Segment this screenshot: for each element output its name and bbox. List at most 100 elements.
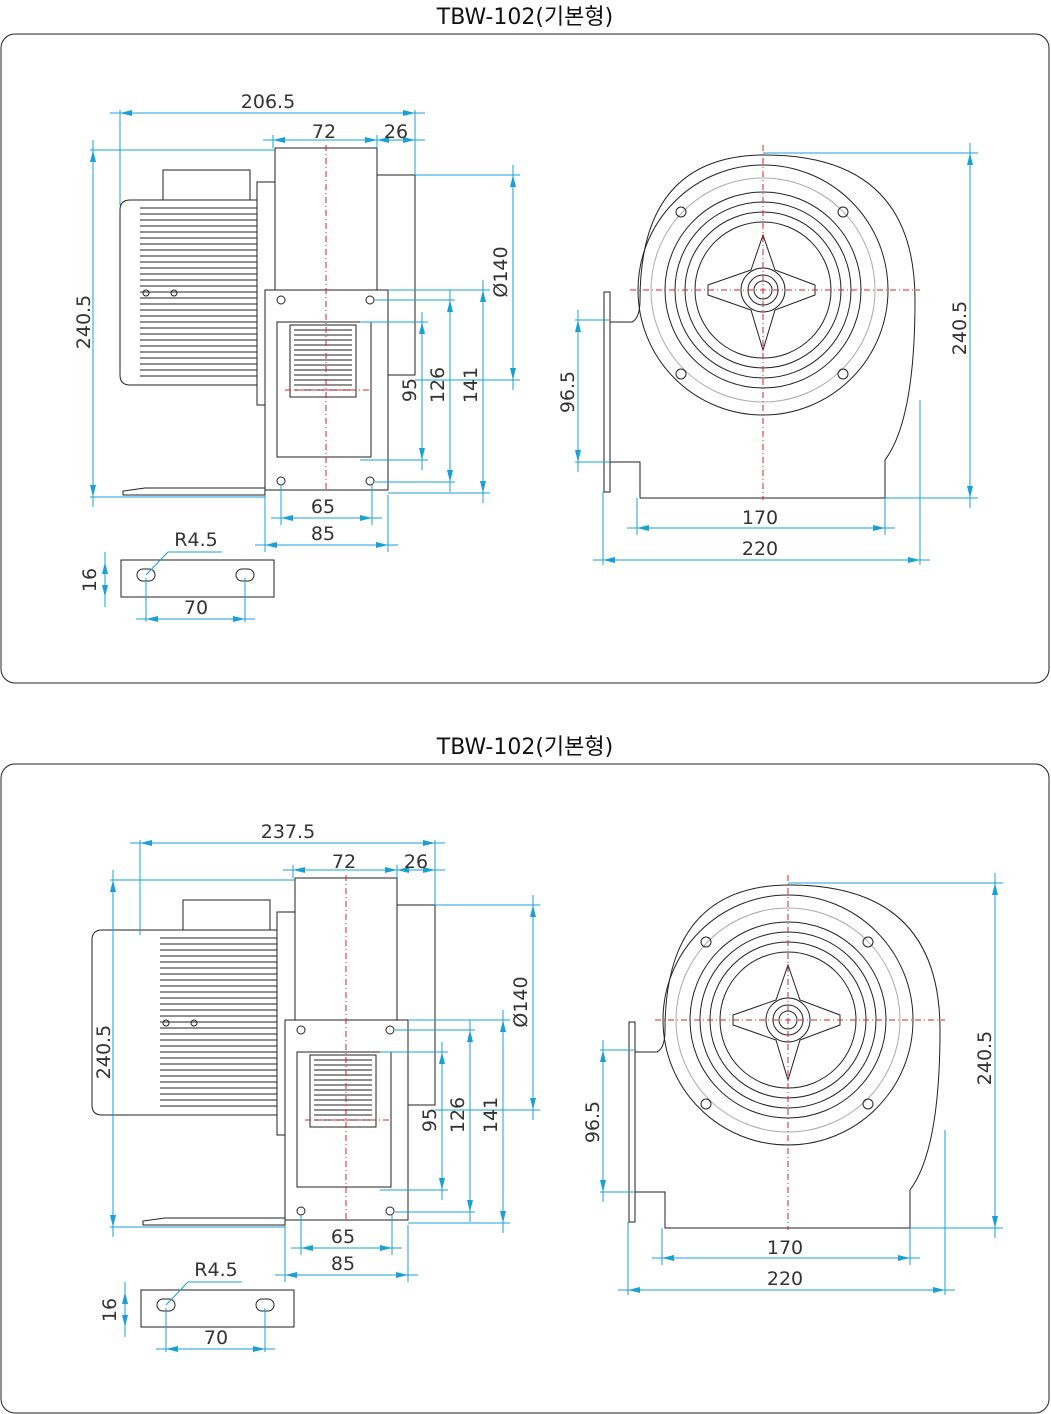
arrow-head [439,1178,445,1190]
inlet-opening [276,321,372,458]
arrow-head [510,175,516,187]
dim-housing-width-label: 72 [312,121,336,143]
dim-hole-pitch-label: 65 [311,496,335,518]
dim-housing-width-label: 72 [332,851,356,873]
arrow-head [397,867,409,873]
dim-flange-height-label: 96.5 [557,371,579,413]
dim-foot-hole-pitch-label: 70 [184,597,208,619]
leader-line [165,1281,189,1306]
arrow-head [898,1255,910,1261]
arrow-head [467,1200,473,1212]
dim-outlet-depth-label: 26 [404,851,428,873]
screw-icon [862,936,874,948]
bolt [190,1019,198,1027]
screw-icon [675,206,687,218]
arrow-head [423,867,435,873]
arrow-head [146,616,158,622]
dim-height-label: 240.5 [93,1025,115,1079]
screw-icon [675,368,687,380]
housing-ring [650,177,876,403]
arrow-head [530,905,536,917]
arrow-head [285,1272,297,1278]
dim-front-height-label: 240.5 [974,1031,996,1085]
arrow-head [992,883,998,895]
arrow-head [419,322,425,334]
arrow-head [376,542,388,548]
arrow-head [140,840,152,846]
impeller [309,1054,377,1128]
arrow-head [273,137,285,143]
dim-base-width-label: 85 [311,523,335,545]
arrow-head [377,137,389,143]
terminal-box [182,899,271,933]
dim-foot-width-label: 16 [99,1298,121,1322]
arrow-head [90,150,96,162]
screw-icon [700,936,712,948]
foot-bracket [142,1217,286,1226]
arrow-head [500,1211,506,1223]
arrow-head [265,542,277,548]
housing-ring [675,907,901,1133]
arrow-head [600,1050,606,1062]
screw-icon [837,206,849,218]
dim-base-length-label: 170 [767,1237,803,1259]
panel-title: TBW-102(기본형) [436,5,613,30]
dim-141-label: 141 [460,367,482,403]
foot-plate [140,1289,295,1328]
arrow-head [423,840,435,846]
dim-base-length-label: 170 [742,507,778,529]
arrow-head [480,481,486,493]
arrow-head [419,448,425,460]
housing-ring [637,164,889,416]
dim-outlet-diameter-label: Ø140 [490,246,512,297]
inlet-opening [296,1051,392,1188]
arrow-head [166,1346,178,1352]
arrow-head [530,1098,536,1110]
arrow-head [233,616,245,622]
arrow-head [500,1020,506,1032]
impeller [289,324,357,398]
arrow-head [480,290,486,302]
dim-141-label: 141 [480,1097,502,1133]
arrow-head [122,1292,128,1304]
dim-base-width-label: 85 [331,1253,355,1275]
dim-radius-label: R4.5 [194,1259,237,1281]
dim-hole-pitch-label: 65 [331,1226,355,1248]
foot-plate [120,559,275,598]
mount-hole [276,295,286,305]
dim-height-label: 240.5 [73,295,95,349]
arrow-head [380,1245,392,1251]
arrow-head [967,153,973,165]
arrow-head [662,1255,674,1261]
arrow-head [467,1030,473,1042]
arrow-head [110,1215,116,1227]
arrow-head [992,1216,998,1228]
dim-radius-label: R4.5 [174,529,217,551]
arrow-head [281,515,293,521]
screw-icon [700,1098,712,1110]
arrow-head [110,880,116,892]
dim-95-label: 95 [419,1108,441,1132]
dim-95-label: 95 [399,378,421,402]
bolt [162,1019,170,1027]
panel-frame [0,763,1050,1414]
arrow-head [102,562,108,574]
dim-flange-height-label: 96.5 [582,1101,604,1143]
arrow-head [447,470,453,482]
arrow-head [403,110,415,116]
arrow-head [122,1315,128,1327]
arrow-head [447,300,453,312]
arrow-head [603,557,615,563]
arrow-head [120,110,132,116]
arrow-head [575,320,581,332]
arrow-head [873,525,885,531]
screw-icon [862,1098,874,1110]
arrow-head [396,1272,408,1278]
arrow-head [439,1052,445,1064]
dim-outlet-diameter-label: Ø140 [510,976,532,1027]
